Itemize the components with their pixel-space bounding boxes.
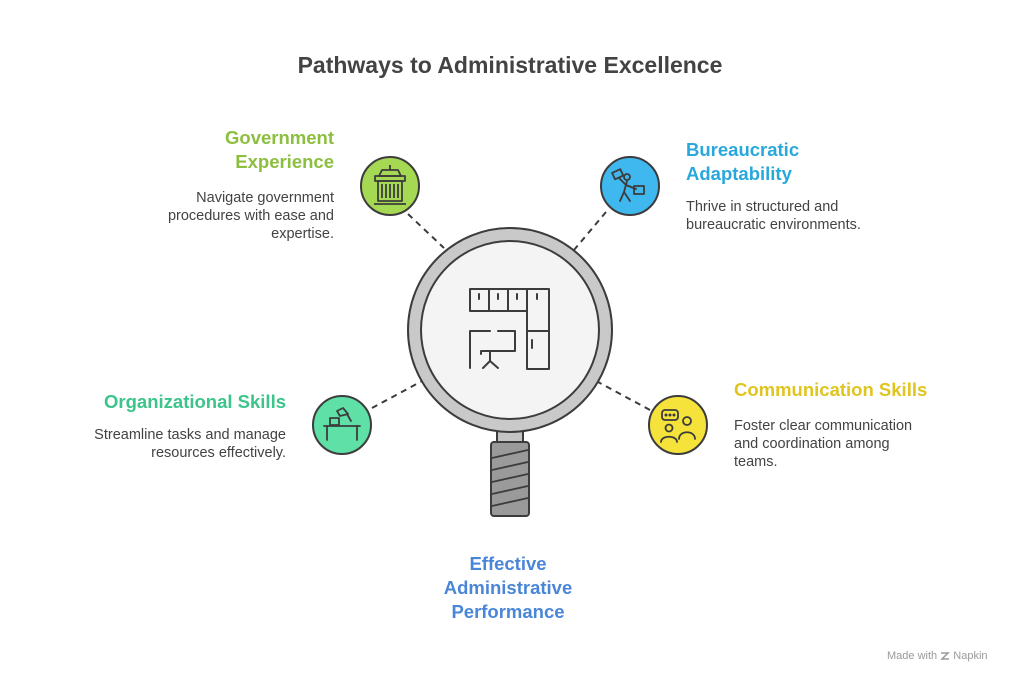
bureaucratic-description: Thrive in structured and bureaucratic en… [686,198,906,234]
magnifier-handle [490,427,530,517]
center-label-line: Effective [469,553,547,574]
office-floorplan-icon [469,288,550,370]
connector-organizational [371,379,425,409]
page-title: Pathways to Administrative Excellence [297,52,723,78]
communication-description: Foster clear communication and coordinat… [734,417,964,471]
communication-heading-line: Communication Skills [734,379,928,400]
organizational-node [312,395,372,455]
napkin-logo-icon [940,652,951,660]
government-building-icon [374,165,406,205]
organizational-heading: Organizational Skills [56,390,286,414]
napkin-watermark[interactable]: Made with Napkin [887,650,988,662]
juggling-person-icon [611,168,645,202]
connector-bureaucratic [573,211,607,251]
government-desc-line: procedures with ease and [167,208,334,224]
desk-lamp-icon [323,407,361,441]
organizational-heading-line: Organizational Skills [104,391,286,412]
bureaucratic-heading: Bureaucratic Adaptability [686,138,886,186]
government-desc-line: expertise. [271,226,334,242]
bureaucratic-desc-line: Thrive in structured and [686,199,839,215]
connector-government [407,213,445,249]
communication-desc-line: teams. [734,454,778,470]
connector-communication [597,381,651,411]
government-heading-line: Experience [235,151,334,172]
communication-node [648,395,708,455]
communication-desc-line: and coordination among [734,436,890,452]
government-heading-line: Government [225,127,334,148]
made-with-text: Made with [887,650,938,663]
government-description: Navigate government procedures with ease… [134,189,334,243]
bureaucratic-node [600,156,660,216]
center-label-line: Performance [451,601,565,622]
government-node [360,156,420,216]
government-heading: Government Experience [184,126,334,174]
people-chat-icon [660,409,696,443]
center-label-line: Administrative [443,577,573,598]
bureaucratic-desc-line: bureaucratic environments. [686,217,861,233]
communication-desc-line: Foster clear communication [734,418,913,434]
communication-heading: Communication Skills [734,378,974,402]
organizational-description: Streamline tasks and manage resources ef… [56,426,286,462]
napkin-brand-text: Napkin [953,650,988,663]
bureaucratic-heading-line: Bureaucratic [686,139,800,160]
organizational-desc-line: resources effectively. [151,445,286,461]
organizational-desc-line: Streamline tasks and manage [94,427,286,443]
government-desc-line: Navigate government [196,190,334,206]
bureaucratic-heading-line: Adaptability [686,163,792,184]
center-label: Effective Administrative Performance [400,552,616,624]
